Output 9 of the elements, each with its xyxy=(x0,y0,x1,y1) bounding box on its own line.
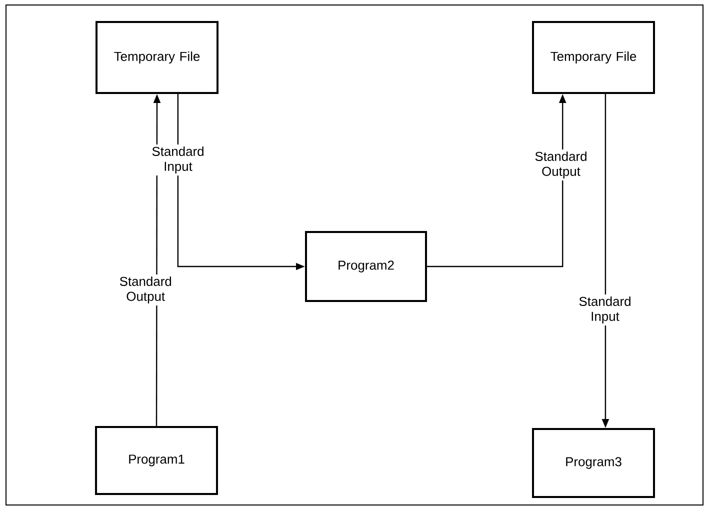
edge-label: Standard Output xyxy=(528,149,594,180)
edge-label: Standard Input xyxy=(572,294,638,326)
process-box: Program2 xyxy=(305,231,427,302)
process-box: Temporary File xyxy=(532,21,655,94)
process-box: Program1 xyxy=(95,426,218,495)
process-box: Temporary File xyxy=(96,21,218,94)
edge-label: Standard Output xyxy=(112,274,179,306)
edge-label: Standard Input xyxy=(145,144,211,176)
process-box: Program3 xyxy=(532,428,655,498)
